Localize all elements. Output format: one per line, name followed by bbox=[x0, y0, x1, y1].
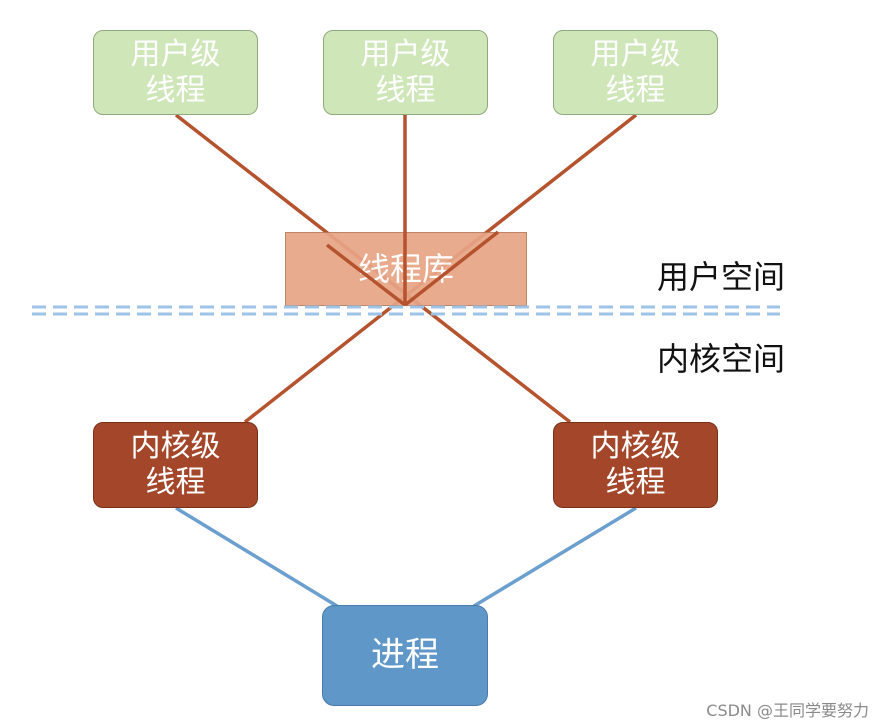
user-space-label: 用户空间 bbox=[657, 258, 786, 296]
user-thread-3: 用户级 线程 bbox=[553, 30, 718, 115]
link-kernel2-process bbox=[473, 506, 637, 608]
watermark: CSDN @王同学要努力 bbox=[706, 701, 869, 720]
user-thread-1: 用户级 线程 bbox=[93, 30, 258, 115]
kernel-space-label: 内核空间 bbox=[657, 340, 786, 378]
user-thread-2: 用户级 线程 bbox=[323, 30, 488, 115]
user-thread-1-label: 用户级 线程 bbox=[130, 36, 221, 108]
process-box: 进程 bbox=[322, 605, 488, 706]
kernel-thread-1-label: 内核级 线程 bbox=[130, 429, 221, 500]
thread-library-label: 线程库 bbox=[357, 249, 454, 288]
kernel-thread-2-label: 内核级 线程 bbox=[590, 429, 681, 500]
kernel-thread-1: 内核级 线程 bbox=[93, 422, 258, 508]
user-thread-2-label: 用户级 线程 bbox=[360, 36, 451, 108]
process-label: 进程 bbox=[371, 635, 439, 676]
link-kernel1-process bbox=[175, 506, 338, 608]
user-thread-3-label: 用户级 线程 bbox=[590, 36, 681, 108]
kernel-thread-2: 内核级 线程 bbox=[553, 422, 718, 508]
thread-library: 线程库 bbox=[285, 232, 527, 306]
